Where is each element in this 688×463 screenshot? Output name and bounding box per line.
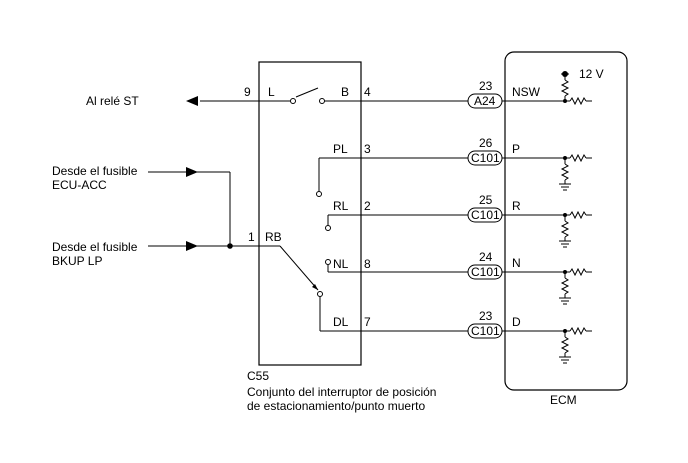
connector-pill-nsw (467, 93, 503, 109)
pin-pl: 3 (364, 142, 371, 156)
ecm-n-input (558, 267, 592, 305)
ecm-supply-label: 12 V (579, 67, 604, 81)
connector-id-r: C101 (471, 208, 500, 222)
connector-id-n: C101 (471, 265, 500, 279)
acc-input-circuit (148, 167, 231, 246)
pin-dl: 7 (364, 315, 371, 329)
ecm-pin-r: 25 (479, 193, 493, 207)
connector-id-d: C101 (471, 324, 500, 338)
pin-rl: 2 (364, 199, 371, 213)
ecm-terminal-n: N (512, 256, 521, 270)
pin-b: 4 (364, 85, 371, 99)
bkup-label-line2: BKUP LP (52, 254, 102, 268)
connector-pill-d (467, 323, 503, 339)
ecm-pin-d: 23 (479, 309, 493, 323)
connector-pill-r (467, 207, 503, 223)
ecm-box (504, 51, 628, 391)
connector-id-nsw: A24 (474, 94, 496, 108)
ecm-label: ECM (550, 393, 577, 407)
ecm-nsw-pullup (560, 71, 592, 106)
switch-caption-line1: Conjunto del interruptor de posición (247, 385, 436, 399)
st-relay-arrow-icon (186, 96, 198, 106)
ecm-r-input (558, 210, 592, 248)
terminal-dl: DL (333, 315, 349, 329)
pin-l: 9 (244, 85, 251, 99)
switch-connector-id: C55 (247, 369, 269, 383)
connector-id-p: C101 (471, 151, 500, 165)
ecm-terminal-nsw: NSW (512, 85, 541, 99)
junction-dot (227, 243, 233, 249)
n-circuit (325, 259, 569, 273)
ecm-pin-nsw: 23 (479, 79, 493, 93)
ecm-d-input (558, 326, 592, 364)
acc-arrow-icon (186, 167, 198, 177)
d-circuit (317, 291, 569, 332)
terminal-rb: RB (265, 230, 282, 244)
ecm-p-input (558, 153, 592, 191)
ecm-pin-n: 24 (479, 250, 493, 264)
st-relay-label: Al relé ST (86, 94, 139, 108)
terminal-nl: NL (333, 257, 349, 271)
ecm-terminal-d: D (512, 315, 521, 329)
bkup-input-circuit (148, 241, 319, 291)
acc-label-line2: ECU-ACC (52, 178, 107, 192)
p-circuit (316, 157, 569, 197)
terminal-b: B (341, 85, 349, 99)
switch-assembly-box (258, 61, 362, 366)
bkup-label-line1: Desde el fusible (52, 240, 138, 254)
ecm-pin-p: 26 (479, 136, 493, 150)
acc-label-line1: Desde el fusible (52, 164, 138, 178)
ecm-terminal-p: P (512, 142, 520, 156)
ecm-terminal-r: R (512, 199, 521, 213)
terminal-pl: PL (333, 142, 348, 156)
connector-pill-p (467, 150, 503, 166)
connector-pill-n (467, 264, 503, 280)
switch-caption-line2: de estacionamiento/punto muerto (247, 399, 425, 413)
st-relay-circuit (186, 87, 569, 106)
r-circuit (325, 214, 569, 231)
pin-rb: 1 (248, 230, 255, 244)
pin-nl: 8 (364, 257, 371, 271)
terminal-rl: RL (333, 199, 349, 213)
terminal-l: L (268, 85, 275, 99)
bkup-arrow-icon (186, 241, 198, 251)
